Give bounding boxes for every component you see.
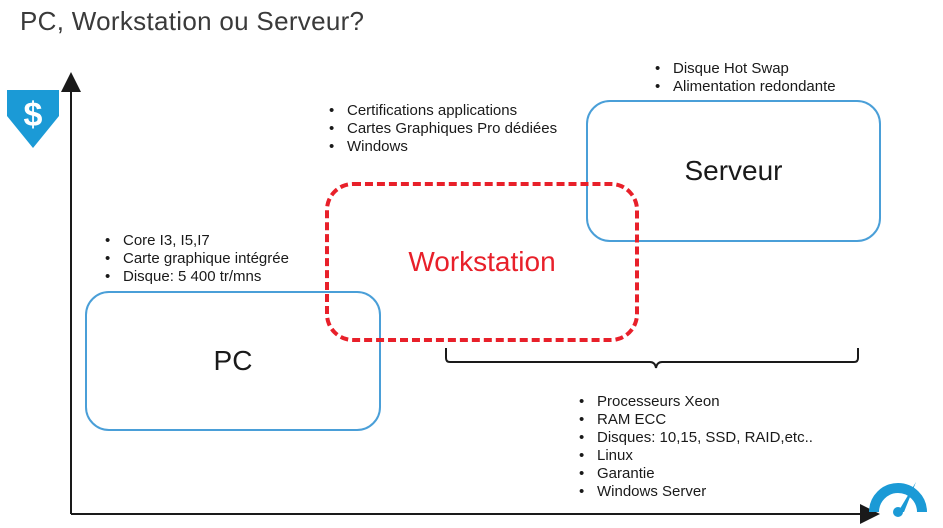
page-title: PC, Workstation ou Serveur? bbox=[20, 6, 365, 36]
workstation-label: Workstation bbox=[408, 246, 556, 277]
brace bbox=[445, 348, 859, 369]
price-down-arrow-icon: $ bbox=[7, 90, 59, 148]
pc-box: PC bbox=[85, 291, 381, 431]
list-item: Disques: 10,15, SSD, RAID,etc.. bbox=[575, 429, 813, 447]
list-item: Garantie bbox=[575, 465, 813, 483]
list-item: Windows bbox=[325, 138, 557, 156]
list-item: Alimentation redondante bbox=[651, 78, 836, 96]
list-item: Core I3, I5,I7 bbox=[101, 232, 289, 250]
list-item: Processeurs Xeon bbox=[575, 393, 813, 411]
workstation-bullet-list: Certifications applications Cartes Graph… bbox=[325, 102, 557, 156]
serveur-label: Serveur bbox=[684, 155, 783, 186]
workstation-serveur-bullet-list: Processeurs Xeon RAM ECC Disques: 10,15,… bbox=[575, 393, 813, 501]
pc-bullet-list: Core I3, I5,I7 Carte graphique intégrée … bbox=[101, 232, 289, 286]
list-item: Windows Server bbox=[575, 483, 813, 501]
serveur-bullet-list: Disque Hot Swap Alimentation redondante bbox=[651, 60, 836, 96]
list-item: Certifications applications bbox=[325, 102, 557, 120]
serveur-box: Serveur bbox=[586, 100, 881, 242]
pc-label: PC bbox=[213, 345, 253, 376]
list-item: Cartes Graphiques Pro dédiées bbox=[325, 120, 557, 138]
list-item: Disque: 5 400 tr/mns bbox=[101, 268, 289, 286]
list-item: Carte graphique intégrée bbox=[101, 250, 289, 268]
list-item: Linux bbox=[575, 447, 813, 465]
list-item: RAM ECC bbox=[575, 411, 813, 429]
speedometer-icon bbox=[869, 482, 927, 517]
svg-text:$: $ bbox=[24, 96, 43, 134]
list-item: Disque Hot Swap bbox=[651, 60, 836, 78]
workstation-box: Workstation bbox=[325, 182, 639, 342]
